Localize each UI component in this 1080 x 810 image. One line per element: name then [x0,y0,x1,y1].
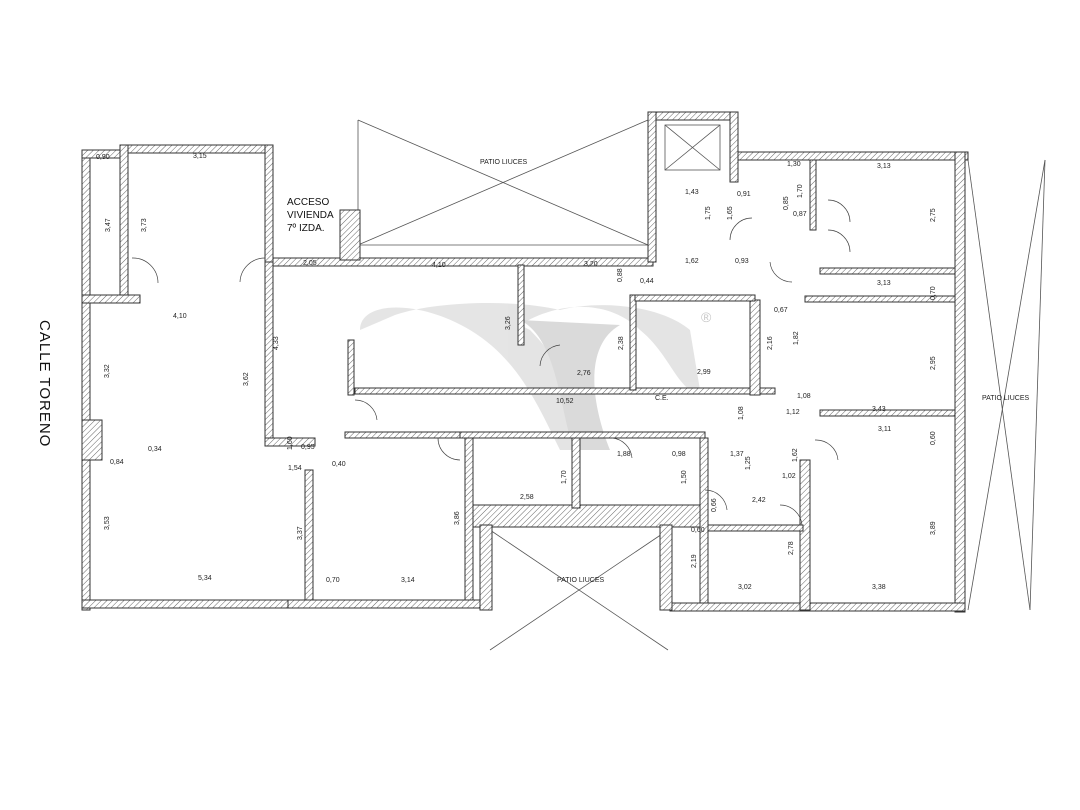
patio-label-top: PATIO LIUCES [480,159,528,166]
dim: 1,37 [730,451,744,458]
dim: 0,84 [110,459,124,466]
doors [131,199,851,526]
dim: 2,78 [788,541,795,555]
dim: 2,42 [752,497,766,504]
dim: 3,13 [877,280,891,287]
dim: 1,43 [685,189,699,196]
dim: 3,11 [878,426,891,433]
dim: 3,26 [505,316,512,330]
dim: 3,15 [193,153,207,160]
dim: 1,70 [797,184,804,198]
dim: 1,75 [705,206,712,220]
dim: 0,66 [711,498,718,512]
ce-label: C.E. [655,395,669,402]
dim: 0,70 [930,286,937,300]
patio-light-wells [357,119,1046,651]
street-label: CALLE TORENO [36,320,53,447]
dim: 3,86 [454,511,461,525]
patio-label-right: PATIO LIUCES [982,395,1030,402]
dim: 1,02 [782,473,796,480]
dim: 1,25 [745,456,752,470]
dim: 2,58 [520,494,534,501]
dimension-labels: 0,90 3,15 3,47 3,73 4,10 2,05 4,10 3,20 … [96,153,937,591]
dim: 3,89 [930,521,937,535]
dim: 2,95 [930,356,937,370]
dim: 1,50 [681,470,688,484]
walls [81,111,969,613]
dim: 4,10 [432,262,446,269]
patio-label-bottom: PATIO LIUCES [557,577,605,584]
watermark-registered-symbol: ® [701,309,712,325]
access-label-line-1: ACCESO [287,197,329,208]
dim: 2,19 [691,554,698,568]
dim: 4,33 [273,336,280,350]
dim: 1,12 [786,409,800,416]
access-label-line-3: 7º IZDA. [287,223,325,234]
watermark-logo: ® [360,303,712,450]
dim: 5,34 [198,575,212,582]
dim: 2,99 [697,369,711,376]
dim: 1,60 [287,436,294,450]
dim: 3,53 [104,516,111,530]
dim: 0,34 [148,446,162,453]
dim: 1,62 [792,448,799,462]
dim: 2,05 [303,260,317,267]
dim: 4,10 [173,313,187,320]
dim: 0,98 [672,451,686,458]
dim: 3,02 [738,584,752,591]
dim: 0,91 [737,191,751,198]
dim: 1,65 [727,206,734,220]
dim: 2,76 [577,370,591,377]
dim: 0,60 [930,431,937,445]
access-label-line-2: VIVIENDA [287,210,334,221]
dim: 3,13 [877,163,891,170]
dim: 2,16 [767,336,774,350]
dim: 10,52 [556,398,574,405]
dim: 3,47 [105,218,112,232]
dim: 3,43 [872,406,886,413]
dim: 1,30 [787,161,801,168]
dim: 0,90 [96,154,110,161]
dim: 0,95 [301,444,315,451]
dim: 0,70 [326,577,340,584]
dim: 1,08 [797,393,811,400]
dim: 3,14 [401,577,415,584]
dim: 0,93 [735,258,749,265]
dim: 1,88 [617,451,631,458]
dim: 1,62 [685,258,699,265]
dim: 2,75 [930,208,937,222]
dim: 0,40 [332,461,346,468]
dim: 3,62 [243,372,250,386]
dim: 1,82 [793,331,800,345]
dim: 2,38 [618,336,625,350]
dim: 1,08 [738,406,745,420]
dim: 0,88 [617,268,624,282]
dim: 3,73 [141,218,148,232]
dim: 1,70 [561,470,568,484]
dim: 3,20 [584,261,598,268]
dim: 3,38 [872,584,886,591]
dim: 0,85 [783,196,790,210]
dim: 3,37 [297,526,304,540]
dim: 0,44 [640,278,654,285]
dim: 0,87 [793,211,807,218]
dim: 1,54 [288,465,302,472]
dim: 0,60 [691,527,705,534]
dim: 3,32 [104,364,111,378]
dim: 0,67 [774,307,788,314]
